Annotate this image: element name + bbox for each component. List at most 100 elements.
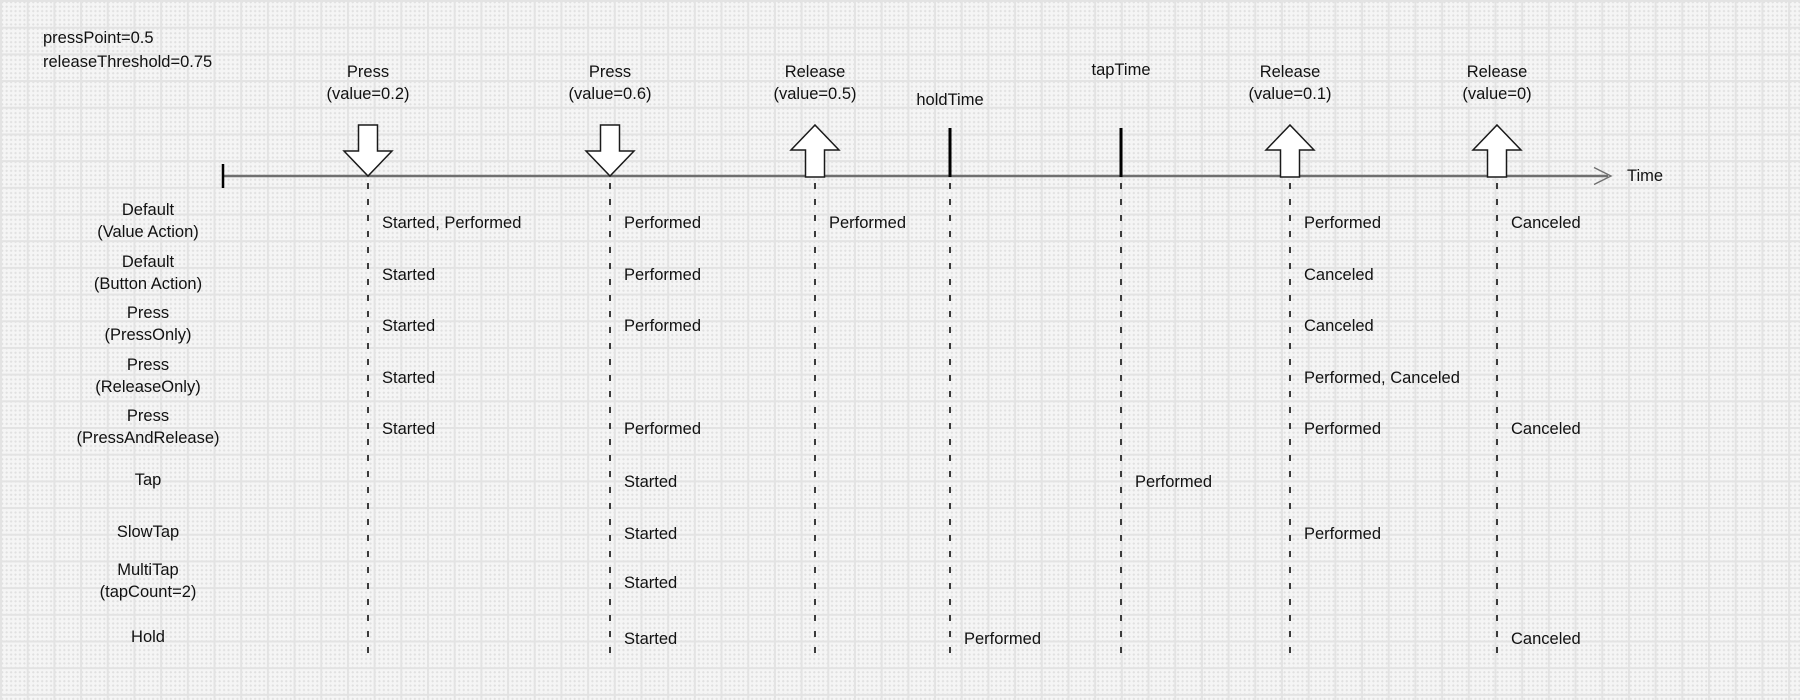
event-cell: Performed (1304, 523, 1381, 545)
event-cell-line: Canceled (1511, 214, 1581, 232)
event-cell: Performed (829, 212, 906, 234)
event-label-3: holdTime (850, 89, 1050, 111)
event-cell-line: Started (624, 473, 678, 491)
row-label-2-line: (PressOnly) (104, 326, 192, 344)
event-label-5-line: Release (1259, 63, 1321, 81)
row-label-3-line: Press (126, 356, 170, 374)
event-cell: Started (382, 315, 435, 337)
row-label-7-line: (tapCount=2) (99, 583, 197, 601)
event-cell-line: Performed (1135, 473, 1213, 491)
row-label-8-line: Hold (131, 628, 165, 646)
event-cell-line: Started, Performed (382, 214, 522, 232)
event-cell-line: Started (624, 525, 678, 543)
row-label-6: SlowTap (28, 521, 268, 543)
event-label-6-line: (value=0) (1462, 85, 1532, 103)
event-cell-line: Performed, Canceled (1304, 369, 1460, 387)
event-cell-line: Performed (624, 214, 702, 232)
press-arrow-down-icon (584, 124, 636, 178)
event-cell-line: Started (624, 630, 678, 648)
row-label-2-line: Press (126, 304, 170, 322)
row-label-3-line: (ReleaseOnly) (95, 378, 201, 396)
event-cell: Canceled (1511, 418, 1581, 440)
event-label-0-line: (value=0.2) (326, 85, 410, 103)
event-label-0: Press (value=0.2) (268, 61, 468, 105)
event-label-2-line: (value=0.5) (773, 85, 857, 103)
event-cell: Canceled (1304, 264, 1374, 286)
parameters-text: pressPoint=0.5 releaseThreshold=0.75 (43, 26, 212, 74)
event-cell-line: Performed (624, 317, 702, 335)
row-label-6-line: SlowTap (116, 523, 180, 541)
row-label-7: MultiTap (tapCount=2) (28, 559, 268, 603)
row-label-7-line: MultiTap (117, 561, 179, 579)
press-point-param: pressPoint=0.5 (43, 29, 154, 47)
event-cell: Performed (624, 418, 701, 440)
release-arrow-up-icon (789, 123, 841, 178)
event-cell-line: Canceled (1304, 266, 1374, 284)
event-cell: Started (382, 367, 435, 389)
time-axis-label: Time (1627, 167, 1664, 185)
row-label-5-line: Tap (134, 471, 162, 489)
time-marker-tick (1119, 128, 1123, 177)
event-cell: Started (624, 572, 677, 594)
event-cell-line: Started (624, 574, 678, 592)
row-label-0: Default (Value Action) (28, 199, 268, 243)
event-cell-line: Performed (829, 214, 907, 232)
event-label-1: Press (value=0.6) (510, 61, 710, 105)
row-label-5: Tap (28, 469, 268, 491)
event-label-3-line: holdTime (916, 91, 984, 109)
event-label-1-line: Press (588, 63, 632, 81)
event-label-6: Release(value=0) (1397, 61, 1597, 105)
event-cell: Started (624, 523, 677, 545)
event-cell: Canceled (1511, 628, 1581, 650)
event-cell: Started (382, 264, 435, 286)
event-cell: Performed (1135, 471, 1212, 493)
event-label-2-line: Release (784, 63, 846, 81)
row-label-1: Default (Button Action) (28, 251, 268, 295)
event-cell-line: Canceled (1511, 630, 1581, 648)
event-cell-line: Started (382, 420, 436, 438)
row-label-3: Press (ReleaseOnly) (28, 354, 268, 398)
event-cell-line: Performed (1304, 214, 1382, 232)
event-cell: Started (624, 471, 677, 493)
event-cell: Performed (624, 315, 701, 337)
event-cell-line: Performed (624, 266, 702, 284)
event-label-0-line: Press (346, 63, 390, 81)
event-cell-line: Performed (1304, 525, 1382, 543)
release-arrow-up-icon (1471, 123, 1523, 178)
event-cell-line: Performed (624, 420, 702, 438)
event-cell: Canceled (1304, 315, 1374, 337)
event-cell-line: Canceled (1511, 420, 1581, 438)
press-arrow-down-icon (342, 124, 394, 178)
row-label-4-line: Press (126, 407, 170, 425)
row-label-0-line: Default (121, 201, 175, 219)
event-cell: Performed, Canceled (1304, 367, 1460, 389)
event-cell-line: Canceled (1304, 317, 1374, 335)
row-label-8: Hold (28, 626, 268, 648)
event-cell-line: Started (382, 317, 436, 335)
row-label-1-line: Default (121, 253, 175, 271)
event-label-4: tapTime (1021, 59, 1221, 81)
time-marker-tick (948, 128, 952, 177)
event-cell-line: Started (382, 266, 436, 284)
event-cell: Canceled (1511, 212, 1581, 234)
event-cell: Performed (624, 264, 701, 286)
event-cell: Started, Performed (382, 212, 521, 234)
event-label-5: Release (value=0.1) (1190, 61, 1390, 105)
release-arrow-up-icon (1264, 123, 1316, 178)
row-label-1-line: (Button Action) (93, 275, 203, 293)
event-label-4-line: tapTime (1091, 61, 1151, 79)
event-cell: Performed (1304, 212, 1381, 234)
event-cell: Started (382, 418, 435, 440)
release-threshold-param: releaseThreshold=0.75 (43, 53, 213, 71)
event-cell-line: Performed (964, 630, 1042, 648)
event-label-5-line: (value=0.1) (1248, 85, 1332, 103)
event-label-2: Release (value=0.5) (715, 61, 915, 105)
row-label-4-line: (PressAndRelease) (76, 429, 220, 447)
event-cell: Performed (624, 212, 701, 234)
row-label-0-line: (Value Action) (97, 223, 199, 241)
event-cell-line: Performed (1304, 420, 1382, 438)
event-label-1-line: (value=0.6) (568, 85, 652, 103)
event-cell: Performed (1304, 418, 1381, 440)
row-label-2: Press (PressOnly) (28, 302, 268, 346)
